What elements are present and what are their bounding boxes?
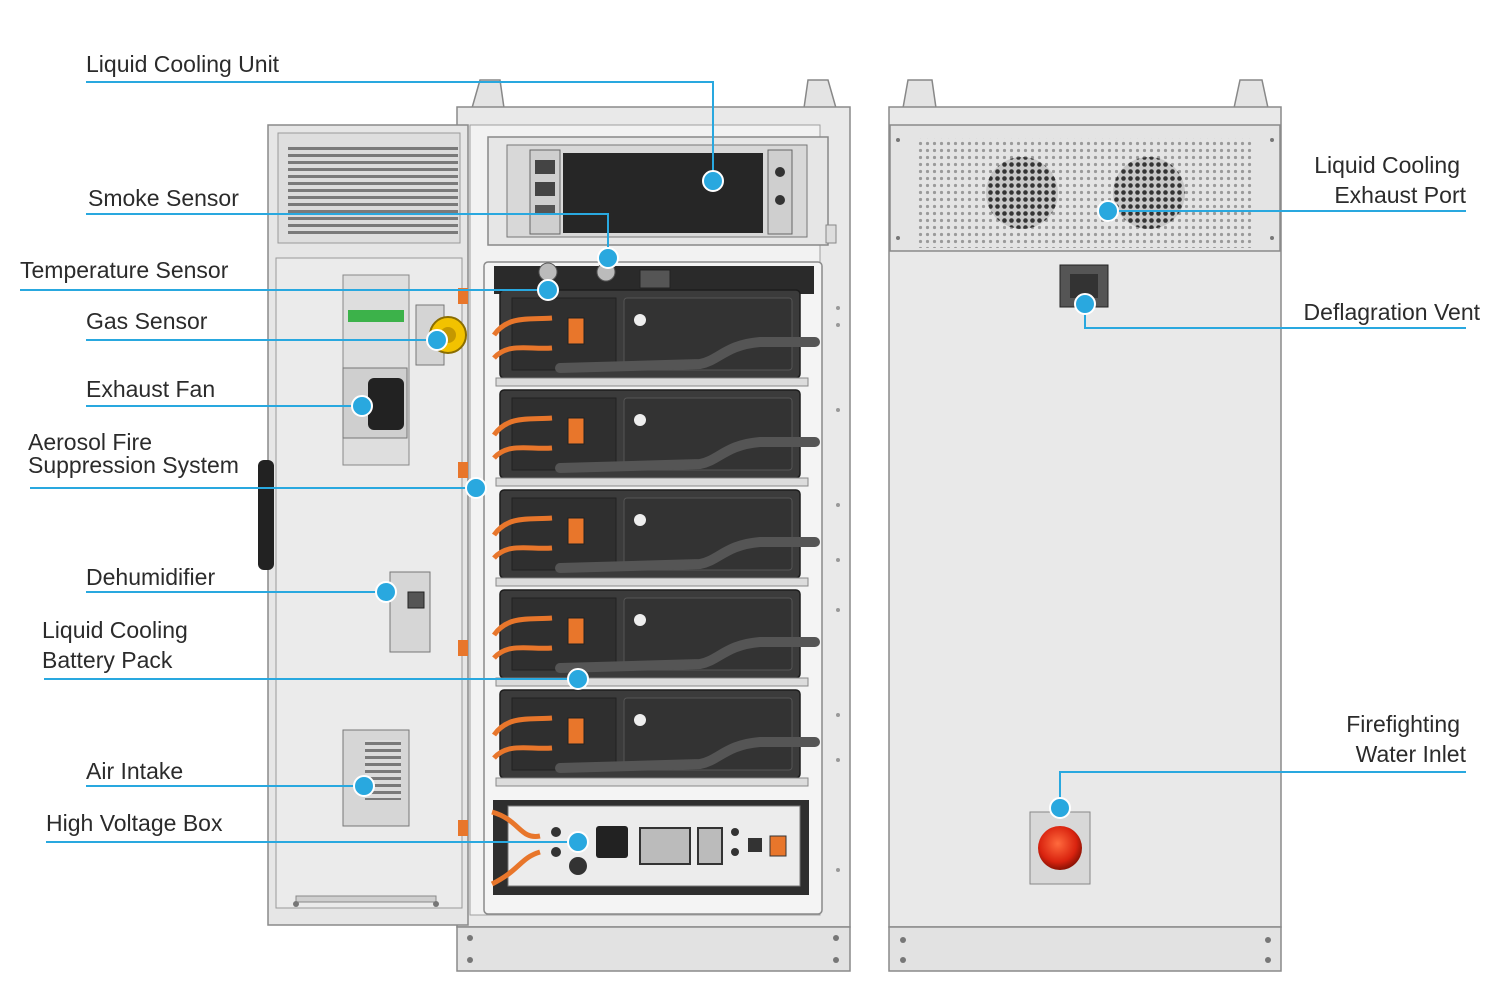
- leader-aerosol-system-dot: [465, 477, 487, 499]
- leader-water-inlet-dot: [1049, 797, 1071, 819]
- rear-cabinet: [888, 79, 1282, 972]
- label-exhaust-port-line1: Liquid Cooling: [1314, 152, 1460, 178]
- cooling-unit-panel: [563, 153, 763, 233]
- leader-deflagration-vent-dot: [1074, 293, 1096, 315]
- label-battery-pack-line1: Liquid Cooling: [42, 617, 188, 643]
- battery-module: [491, 589, 820, 687]
- leader-temperature-sensor: [20, 279, 559, 301]
- liquid-cooling-unit: [487, 136, 837, 246]
- leader-gas-sensor-dot: [426, 329, 448, 351]
- battery-module: [491, 489, 820, 587]
- lifting-eye: [803, 79, 837, 109]
- callout-leaders: [20, 81, 1466, 853]
- leader-temperature-sensor-dot: [537, 279, 559, 301]
- leader-exhaust-fan-dot: [351, 395, 373, 417]
- leader-air-intake-dot: [353, 775, 375, 797]
- leader-exhaust-port-dot: [1097, 200, 1119, 222]
- cabinet-plinth: [456, 926, 851, 972]
- leader-dehumidifier-dot: [375, 581, 397, 603]
- leader-deflagration-vent: [1074, 293, 1466, 329]
- leader-battery-pack: [44, 668, 589, 690]
- leader-exhaust-port: [1097, 200, 1466, 222]
- label-deflagration-vent: Deflagration Vent: [1303, 299, 1480, 325]
- label-gas-sensor: Gas Sensor: [86, 308, 208, 334]
- battery-module: [491, 689, 820, 787]
- label-water-inlet-line1: Firefighting: [1346, 711, 1460, 737]
- label-smoke-sensor: Smoke Sensor: [88, 185, 239, 211]
- leader-high-voltage-box: [46, 831, 589, 853]
- door-handle: [258, 460, 274, 570]
- leader-smoke-sensor: [86, 213, 619, 269]
- label-air-intake: Air Intake: [86, 758, 184, 784]
- door-louver: [288, 146, 458, 234]
- lifting-eye: [902, 79, 937, 109]
- leader-dehumidifier: [86, 581, 397, 603]
- leader-water-inlet: [1049, 771, 1466, 819]
- leader-gas-sensor: [86, 329, 448, 351]
- label-high-voltage-box: High Voltage Box: [46, 810, 223, 836]
- label-aerosol-line1: Aerosol Fire: [28, 429, 152, 455]
- label-water-inlet-line2: Water Inlet: [1355, 741, 1466, 767]
- leader-aerosol-system: [30, 477, 487, 499]
- leader-battery-pack-dot: [567, 668, 589, 690]
- cabinet-door: [258, 124, 469, 926]
- lifting-eye: [1233, 79, 1269, 109]
- leader-smoke-sensor-dot: [597, 247, 619, 269]
- exhaust-fan-grille: [986, 157, 1058, 229]
- battery-module: [491, 289, 820, 387]
- dehumidifier-device: [389, 571, 431, 653]
- water-inlet-device: [1038, 826, 1082, 870]
- leader-liquid-cooling-unit-dot: [702, 170, 724, 192]
- leader-exhaust-fan: [86, 395, 373, 417]
- label-aerosol-line2: Suppression System: [28, 452, 239, 478]
- battery-stack: [491, 289, 820, 787]
- exhaust-fan-device: [368, 378, 404, 430]
- leader-air-intake: [86, 775, 375, 797]
- high-voltage-box: [490, 800, 809, 895]
- label-dehumidifier: Dehumidifier: [86, 564, 216, 590]
- leader-liquid-cooling-unit: [86, 81, 724, 192]
- label-battery-pack-line2: Battery Pack: [42, 647, 173, 673]
- lifting-eye: [471, 79, 505, 109]
- label-exhaust-fan: Exhaust Fan: [86, 376, 216, 402]
- leader-high-voltage-box-dot: [567, 831, 589, 853]
- battery-module: [491, 389, 820, 487]
- label-liquid-cooling-unit: Liquid Cooling Unit: [86, 51, 280, 77]
- label-exhaust-port-line2: Exhaust Port: [1334, 182, 1466, 208]
- label-temperature-sensor: Temperature Sensor: [20, 257, 229, 283]
- exhaust-fan-grille: [1113, 157, 1185, 229]
